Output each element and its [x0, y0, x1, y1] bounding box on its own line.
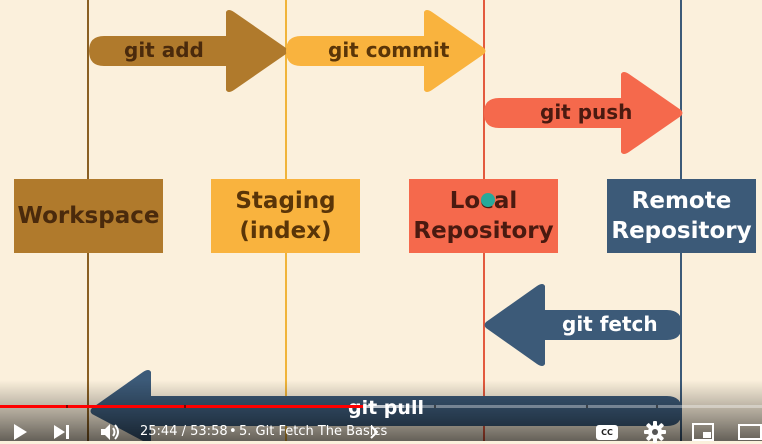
- chapter-bullet: •: [229, 424, 237, 439]
- player-controls-gradient: [0, 380, 762, 441]
- git-fetch-label: git fetch: [562, 312, 658, 336]
- chevron-right-icon[interactable]: [370, 425, 378, 439]
- settings-button[interactable]: [642, 420, 668, 444]
- git-pull-label: git pull: [348, 397, 424, 419]
- pointer-highlight-dot: [481, 193, 495, 207]
- chapter-marker: [586, 405, 588, 408]
- git-commit-arrow: [286, 10, 486, 92]
- next-button[interactable]: [50, 420, 74, 444]
- remote-repository-box: Remote Repository: [607, 179, 756, 253]
- chapter-marker: [184, 405, 186, 408]
- chapter-marker: [434, 405, 436, 408]
- play-icon: [14, 424, 27, 440]
- git-fetch-arrow: [484, 284, 682, 366]
- staging-box: Staging (index): [211, 179, 360, 253]
- workspace-box: Workspace: [14, 179, 163, 253]
- captions-label: CC: [601, 427, 613, 437]
- theater-icon: [737, 424, 762, 440]
- captions-button[interactable]: CC: [594, 420, 620, 444]
- git-commit-label: git commit: [328, 38, 450, 62]
- next-icon: [54, 425, 69, 439]
- current-time: 25:44: [140, 424, 178, 439]
- git-add-label: git add: [124, 38, 204, 62]
- miniplayer-button[interactable]: [690, 420, 716, 444]
- volume-icon: [101, 424, 119, 440]
- git-push-arrow: [484, 72, 683, 154]
- chapter-marker: [66, 405, 68, 408]
- theater-mode-button[interactable]: [737, 420, 762, 444]
- captions-icon: CC: [596, 424, 618, 440]
- chapter-marker: [656, 405, 658, 408]
- settings-icon: [644, 421, 666, 443]
- local-repository-box: Local Repository: [409, 179, 558, 253]
- volume-button[interactable]: [98, 420, 124, 444]
- time-separator: /: [181, 424, 186, 439]
- miniplayer-icon: [692, 423, 714, 441]
- duration: 53:58: [190, 424, 228, 439]
- chapter-title-button[interactable]: 5. Git Fetch The Basics: [239, 424, 388, 439]
- time-display: 25:44 / 53:58: [140, 424, 228, 439]
- play-button[interactable]: [8, 420, 32, 444]
- progress-played: [0, 405, 364, 408]
- git-push-label: git push: [540, 100, 633, 124]
- git-add-arrow: [89, 10, 288, 92]
